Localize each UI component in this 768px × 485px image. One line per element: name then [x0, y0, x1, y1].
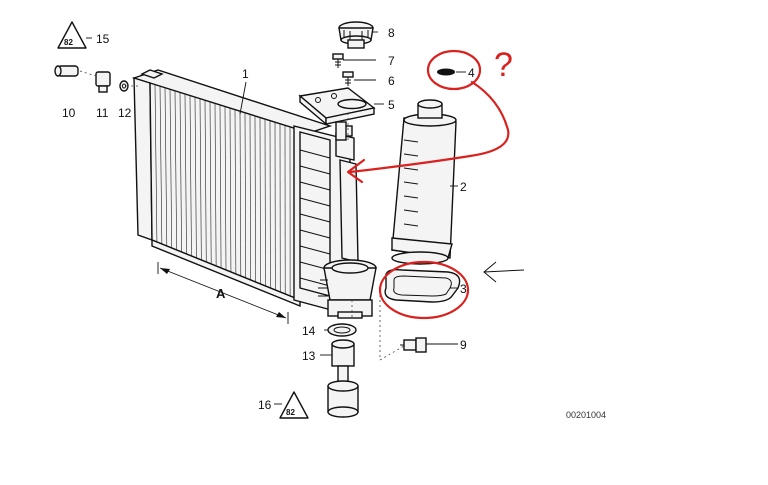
drain-plug: [400, 338, 426, 352]
label-part-15: 15: [96, 32, 110, 46]
label-part-5: 5: [388, 98, 395, 112]
radiator-end-tank: [294, 126, 376, 318]
dimension-a-label: A: [216, 286, 226, 301]
label-part-13: 13: [302, 349, 316, 363]
label-part-1: 1: [242, 67, 249, 81]
sensor-10: [55, 66, 78, 76]
label-part-12: 12: [118, 106, 132, 120]
symbol-15-label: 82: [64, 38, 73, 47]
sensor-16: [328, 366, 358, 417]
symbol-16-label: 82: [286, 408, 295, 417]
label-part-16: 16: [258, 398, 272, 412]
ring-14: [328, 324, 356, 336]
label-part-11: 11: [96, 106, 109, 120]
o-ring: [437, 69, 455, 76]
label-part-7: 7: [388, 54, 395, 68]
label-part-2: 2: [460, 180, 467, 194]
label-part-6: 6: [388, 74, 395, 88]
label-part-14: 14: [302, 324, 316, 338]
label-part-9: 9: [460, 338, 467, 352]
seal-ring: [385, 270, 460, 302]
symbol-15: 82: [58, 22, 86, 48]
symbol-16: 82: [280, 392, 308, 418]
pointer-arrow: [484, 262, 524, 282]
expansion-tank: [392, 100, 456, 264]
question-mark: ?: [494, 46, 513, 84]
sensor-11: [96, 72, 110, 92]
fitting-13: [332, 340, 354, 366]
bolt-7: [333, 54, 343, 68]
screw-6: [343, 72, 353, 86]
filler-cap: [339, 22, 373, 48]
label-part-8: 8: [388, 26, 395, 40]
figure-id: 00201004: [566, 410, 606, 420]
label-part-4: 4: [468, 66, 475, 80]
label-part-10: 10: [62, 106, 76, 120]
